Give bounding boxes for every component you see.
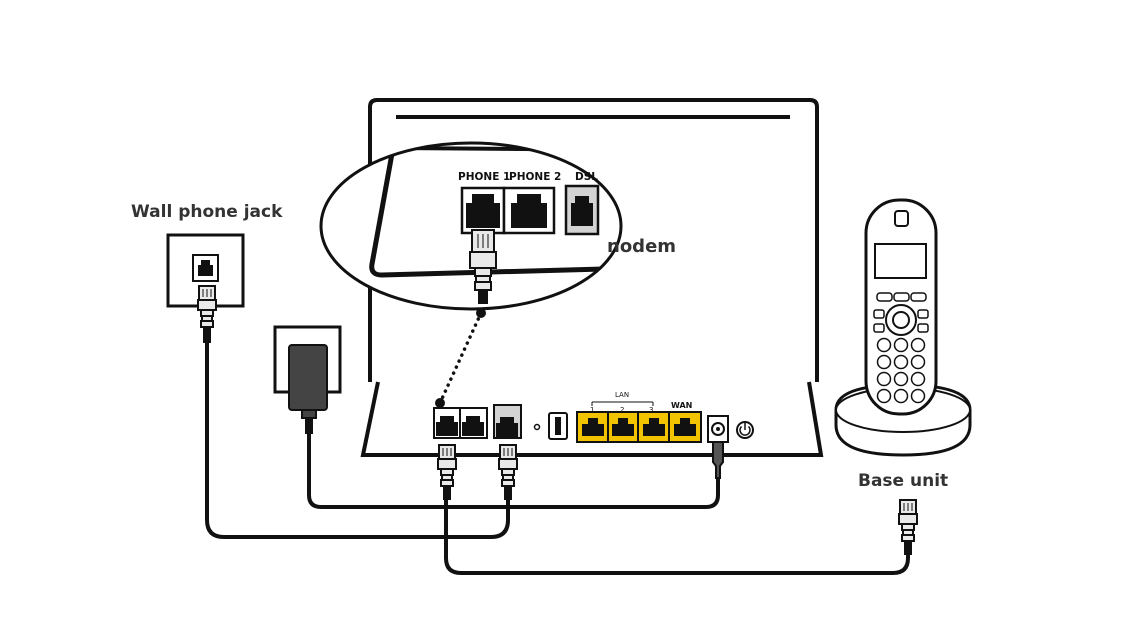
lan-wan-ports xyxy=(576,411,702,443)
dsl-port xyxy=(493,404,522,439)
lan-label: LAN xyxy=(615,391,630,399)
plug-phone1-bottom xyxy=(437,444,457,500)
phone-ports-pair xyxy=(433,407,488,439)
cable-phone-to-base xyxy=(444,500,910,575)
modem-back-panel xyxy=(433,401,754,443)
lan3-label: 3 xyxy=(649,406,654,414)
power-outlet xyxy=(273,325,342,434)
wan-label: WAN xyxy=(671,401,693,410)
modem-label: nodem xyxy=(607,236,677,257)
reset-pinhole xyxy=(533,423,541,431)
phone1-port-label: PHONE 1 xyxy=(458,171,511,183)
wall-phone-jack xyxy=(166,233,245,343)
cable-power xyxy=(307,432,720,509)
power-button-icon xyxy=(736,421,754,439)
cordless-handset xyxy=(864,198,938,416)
zoom-phone1-plug xyxy=(469,229,497,304)
cable-wall-to-phone1 xyxy=(205,343,510,539)
zoom-dsl-port xyxy=(564,184,600,236)
power-socket xyxy=(707,415,729,443)
phone2-port-label: PHONE 2 xyxy=(509,171,562,183)
power-plug xyxy=(712,441,724,479)
wall-phone-jack-label: Wall phone jack xyxy=(131,202,283,222)
lan2-label: 2 xyxy=(620,406,625,414)
base-unit-plug xyxy=(898,499,918,555)
zoom-callout xyxy=(319,141,623,311)
zoom-phone2-port xyxy=(502,186,556,235)
usb-port xyxy=(548,412,568,440)
dsl-port-label: DSL xyxy=(575,171,598,183)
plug-dsl-bottom xyxy=(498,444,518,500)
lan1-label: 1 xyxy=(590,406,595,414)
base-unit-label: Base unit xyxy=(858,471,949,491)
zoom-phone1-port xyxy=(460,186,506,235)
